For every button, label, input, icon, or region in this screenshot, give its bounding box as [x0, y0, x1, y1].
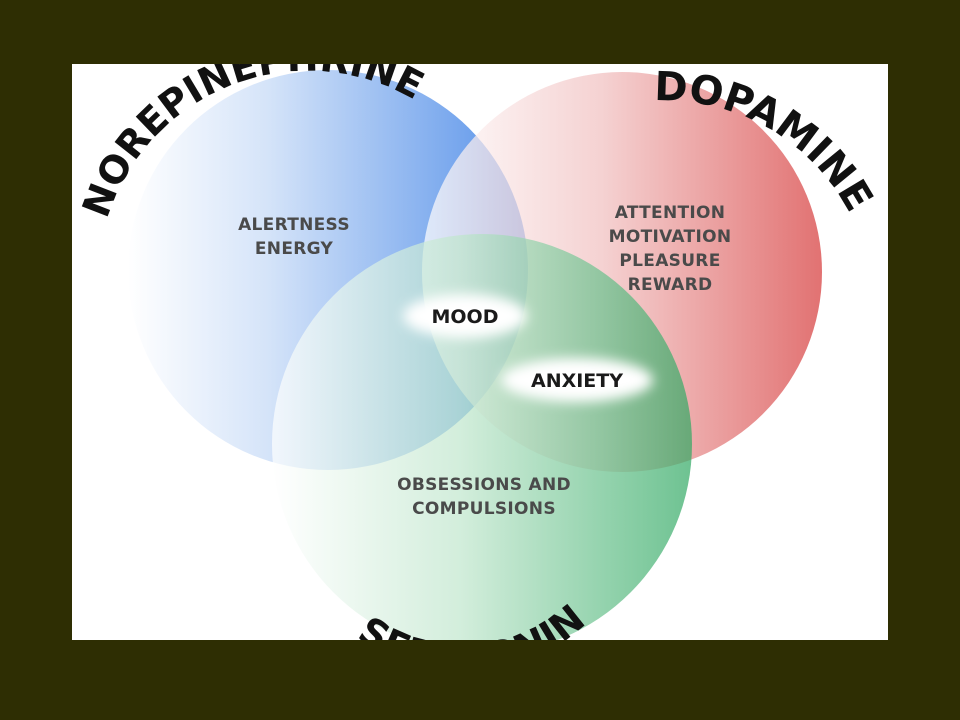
serotonin-region-line-1: OBSESSIONS AND [397, 475, 571, 495]
venn-diagram: NOREPINEPHRINE DOPAMINE SEROTONIN ALERTN… [74, 64, 881, 640]
norepinephrine-region-line-2: ENERGY [255, 239, 334, 259]
norepinephrine-region-line-1: ALERTNESS [238, 215, 350, 235]
serotonin-circle [272, 234, 692, 640]
dopamine-region-line-3: PLEASURE [619, 251, 720, 271]
dopamine-region-line-1: ATTENTION [615, 203, 726, 223]
dopamine-region-line-4: REWARD [628, 275, 713, 295]
anxiety-glow [501, 358, 653, 402]
diagram-panel: NOREPINEPHRINE DOPAMINE SEROTONIN ALERTN… [72, 64, 888, 640]
dopamine-region-line-2: MOTIVATION [609, 227, 732, 247]
mood-label: MOOD [432, 306, 499, 328]
anxiety-label: ANXIETY [531, 370, 623, 392]
mood-glow [403, 294, 527, 338]
serotonin-region-line-2: COMPULSIONS [412, 499, 556, 519]
